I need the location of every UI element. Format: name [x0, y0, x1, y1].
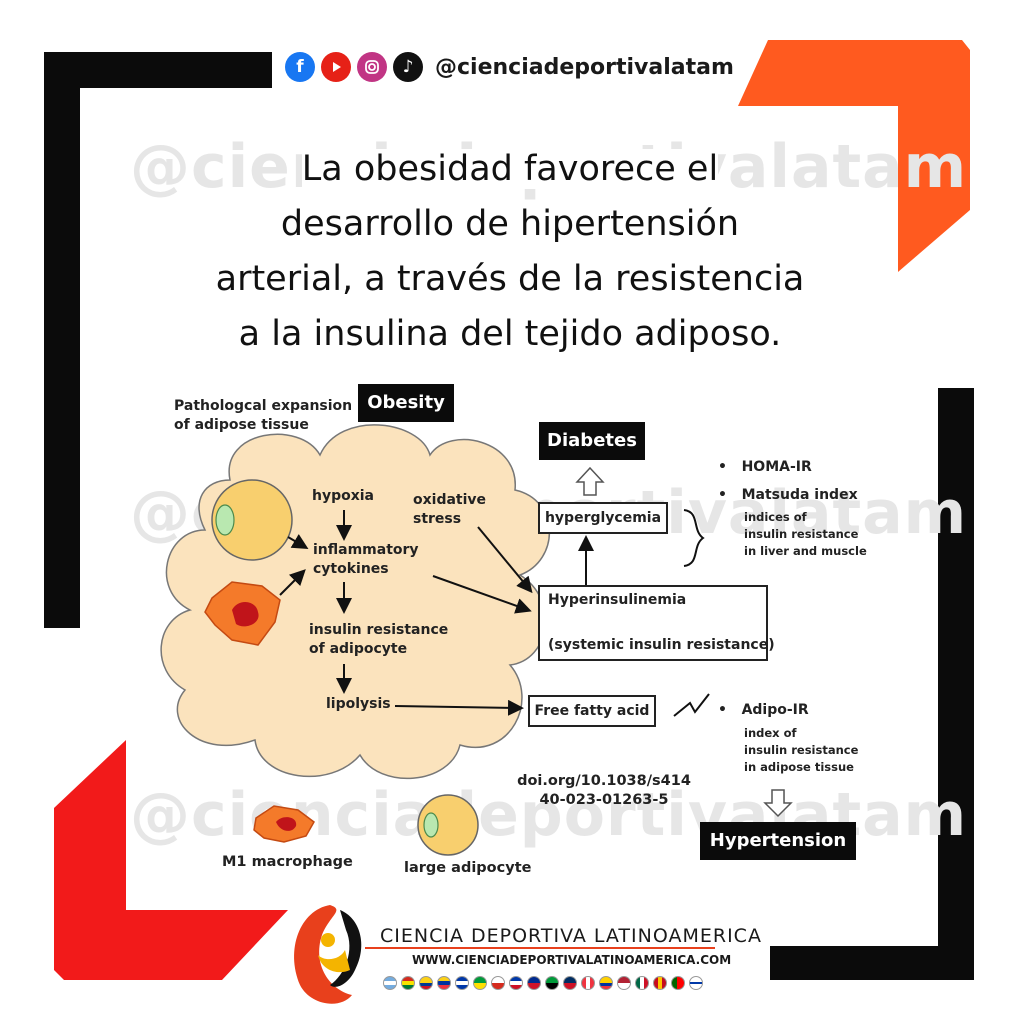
adipo-ir-item: • Adipo-IR: [718, 702, 809, 718]
legend-adipocyte-label: large adipocyte: [404, 860, 532, 876]
flag-icon: [491, 976, 505, 990]
flag-icon: [581, 976, 595, 990]
flag-icon: [473, 976, 487, 990]
hypoxia-label: hypoxia: [312, 488, 375, 504]
tiktok-icon[interactable]: ♪: [393, 52, 423, 82]
page-title: La obesidad favorece el desarrollo de hi…: [150, 142, 870, 362]
flag-icon: [509, 976, 523, 990]
flag-icon: [617, 976, 631, 990]
free-fatty-acid-label: Free fatty acid: [534, 703, 650, 719]
legend-macrophage-label: M1 macrophage: [222, 854, 353, 870]
instagram-icon[interactable]: [357, 52, 387, 82]
doi-reference: doi.org/10.1038/s414 40-023-01263-5: [517, 773, 691, 808]
index-adipose-note: index of insulin resistance in adipose t…: [744, 726, 859, 774]
flag-icon: [689, 976, 703, 990]
flag-icon: [545, 976, 559, 990]
legend-adipocyte-icon: [417, 794, 479, 856]
pathological-label: Pathologcal expansion of adipose tissue: [174, 398, 353, 433]
flag-icon: [419, 976, 433, 990]
pathway-arrows: [279, 510, 594, 716]
title-line: a la insulina del tejido adiposo.: [238, 314, 782, 354]
brace-lower: [673, 693, 710, 717]
hyperinsulinemia-box: Hyperinsulinemia (systemic insulin resis…: [538, 585, 775, 661]
systemic-insulin-resistance-label: (systemic insulin resistance): [548, 637, 775, 653]
lipolysis-label: lipolysis: [326, 696, 391, 712]
black-corner-bottom-right: [770, 388, 974, 980]
obesity-label: Obesity: [358, 384, 454, 422]
footer-website[interactable]: WWW.CIENCIADEPORTIVALATINOAMERICA.COM: [412, 953, 732, 967]
m1-macrophage-icon: [204, 581, 281, 646]
flag-icon: [527, 976, 541, 990]
hollow-arrow-up: [575, 466, 605, 496]
red-corner-bottom-left: [54, 740, 288, 980]
flag-icon: [653, 976, 667, 990]
brace-right: [683, 509, 705, 567]
matsuda-index-item: • Matsuda index: [718, 487, 858, 503]
title-line: arterial, a través de la resistencia: [215, 259, 805, 299]
social-handle: @cienciadeportivalatam: [435, 54, 734, 80]
homa-ir-item: • HOMA-IR: [718, 459, 812, 475]
large-adipocyte-icon: [211, 479, 293, 561]
flag-icon: [635, 976, 649, 990]
country-flags: [383, 976, 703, 990]
hyperglycemia-label: hyperglycemia: [544, 510, 662, 526]
hypertension-label: Hypertension: [700, 822, 856, 860]
flag-icon: [671, 976, 685, 990]
diabetes-label: Diabetes: [539, 422, 645, 460]
indices-liver-muscle-note: indices of insulin resistance in liver a…: [744, 510, 867, 558]
insulin-resistance-adipocyte-label: insulin resistance of adipocyte: [309, 622, 449, 657]
flag-icon: [437, 976, 451, 990]
legend-macrophage-icon: [253, 805, 315, 843]
orange-corner-top-right: [738, 40, 970, 272]
youtube-icon[interactable]: [321, 52, 351, 82]
flag-icon: [563, 976, 577, 990]
hyperglycemia-box: hyperglycemia: [538, 502, 668, 534]
flag-icon: [401, 976, 415, 990]
flag-icon: [383, 976, 397, 990]
hollow-arrow-down: [763, 789, 793, 818]
oxidative-stress-label: oxidative stress: [413, 492, 487, 527]
footer-brand-name: CIENCIA DEPORTIVA LATINOAMERICA: [380, 925, 762, 947]
flag-icon: [455, 976, 469, 990]
title-line: La obesidad favorece el: [301, 149, 719, 189]
title-line: desarrollo de hipertensión: [280, 204, 740, 244]
facebook-icon[interactable]: f: [285, 52, 315, 82]
flag-icon: [599, 976, 613, 990]
hyperinsulinemia-label: Hyperinsulinemia: [548, 592, 687, 608]
free-fatty-acid-box: Free fatty acid: [528, 695, 656, 727]
black-corner-top-left: [44, 52, 272, 628]
social-bar: f ♪ @cienciadeportivalatam: [285, 52, 734, 82]
logo-icon: [294, 905, 362, 1004]
inflammatory-cytokines-label: inflammatory cytokines: [313, 542, 419, 577]
